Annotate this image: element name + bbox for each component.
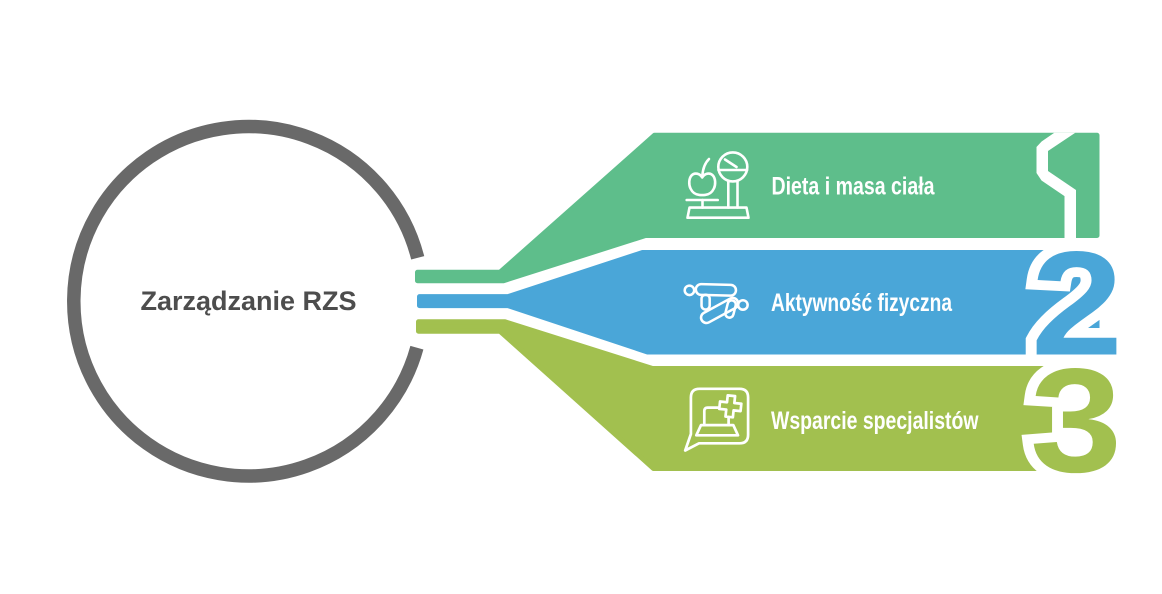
svg-text:Wsparcie specjalistów: Wsparcie specjalistów xyxy=(771,407,979,435)
svg-text:Zarządzanie RZS: Zarządzanie RZS xyxy=(140,286,356,316)
svg-text:3: 3 xyxy=(1030,338,1122,503)
svg-text:Aktywność fizyczna: Aktywność fizyczna xyxy=(771,289,953,317)
svg-text:2: 2 xyxy=(1031,221,1123,386)
svg-text:Dieta i masa ciała: Dieta i masa ciała xyxy=(772,173,936,201)
